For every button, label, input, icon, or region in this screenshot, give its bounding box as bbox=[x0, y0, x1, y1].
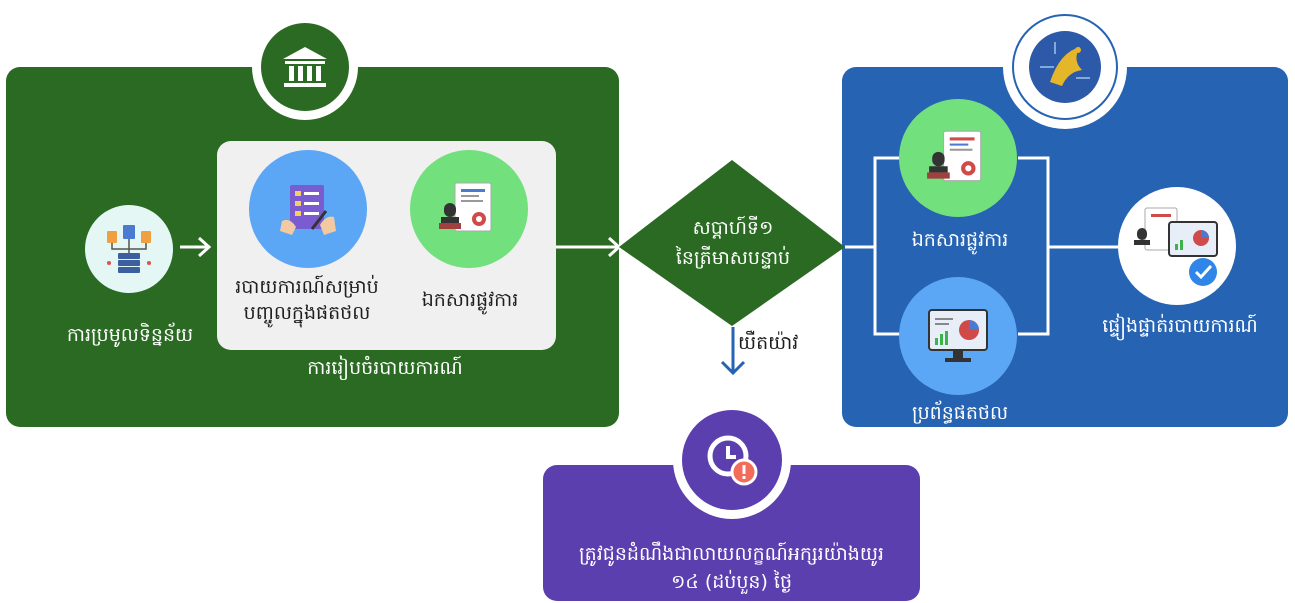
committee-seal-logo bbox=[1003, 5, 1127, 129]
verified-report-icon bbox=[1118, 187, 1236, 305]
stamp-certificate-icon bbox=[899, 99, 1017, 217]
notice-label: ត្រូវជូនដំណឹងជាលាយលក្ខណ៍អក្សរយ៉ាងយូរ ១៤ … bbox=[579, 543, 884, 593]
clock-alert-icon bbox=[682, 410, 782, 510]
bank-building-icon bbox=[261, 23, 349, 111]
report-writing-icon bbox=[249, 150, 367, 268]
computer-chart-icon bbox=[899, 277, 1017, 395]
deadline-diamond bbox=[619, 160, 845, 326]
report-preparation-label: ការរៀបចំរបាយការណ៍ bbox=[307, 357, 463, 379]
data-network-icon bbox=[85, 205, 173, 293]
late-label: យឺតយ៉ាវ bbox=[738, 332, 799, 354]
report-for-supply-label: របាយការណ៍សម្រាប់ បញ្ចូលក្នុងផតថល bbox=[235, 276, 379, 324]
portal-system-label: ប្រព័ន្ធផតថល bbox=[911, 402, 1009, 424]
report-verification-label: ផ្ទៀងផ្ទាត់របាយការណ៍ bbox=[1102, 315, 1258, 337]
institution-badge bbox=[252, 14, 358, 120]
official-document-left-label: ឯកសារផ្លូវការ bbox=[421, 289, 519, 311]
clock-alert-badge bbox=[673, 401, 791, 519]
data-collection-label: ការប្រមូលទិន្នន័យ bbox=[66, 324, 194, 346]
official-document-right-label: ឯកសារផ្លូវការ bbox=[911, 229, 1009, 251]
deadline-diamond-label: សប្តាហ៍ទី១ នៃត្រីមាសបន្ទាប់ bbox=[675, 217, 791, 269]
stamp-certificate-icon bbox=[410, 150, 528, 268]
